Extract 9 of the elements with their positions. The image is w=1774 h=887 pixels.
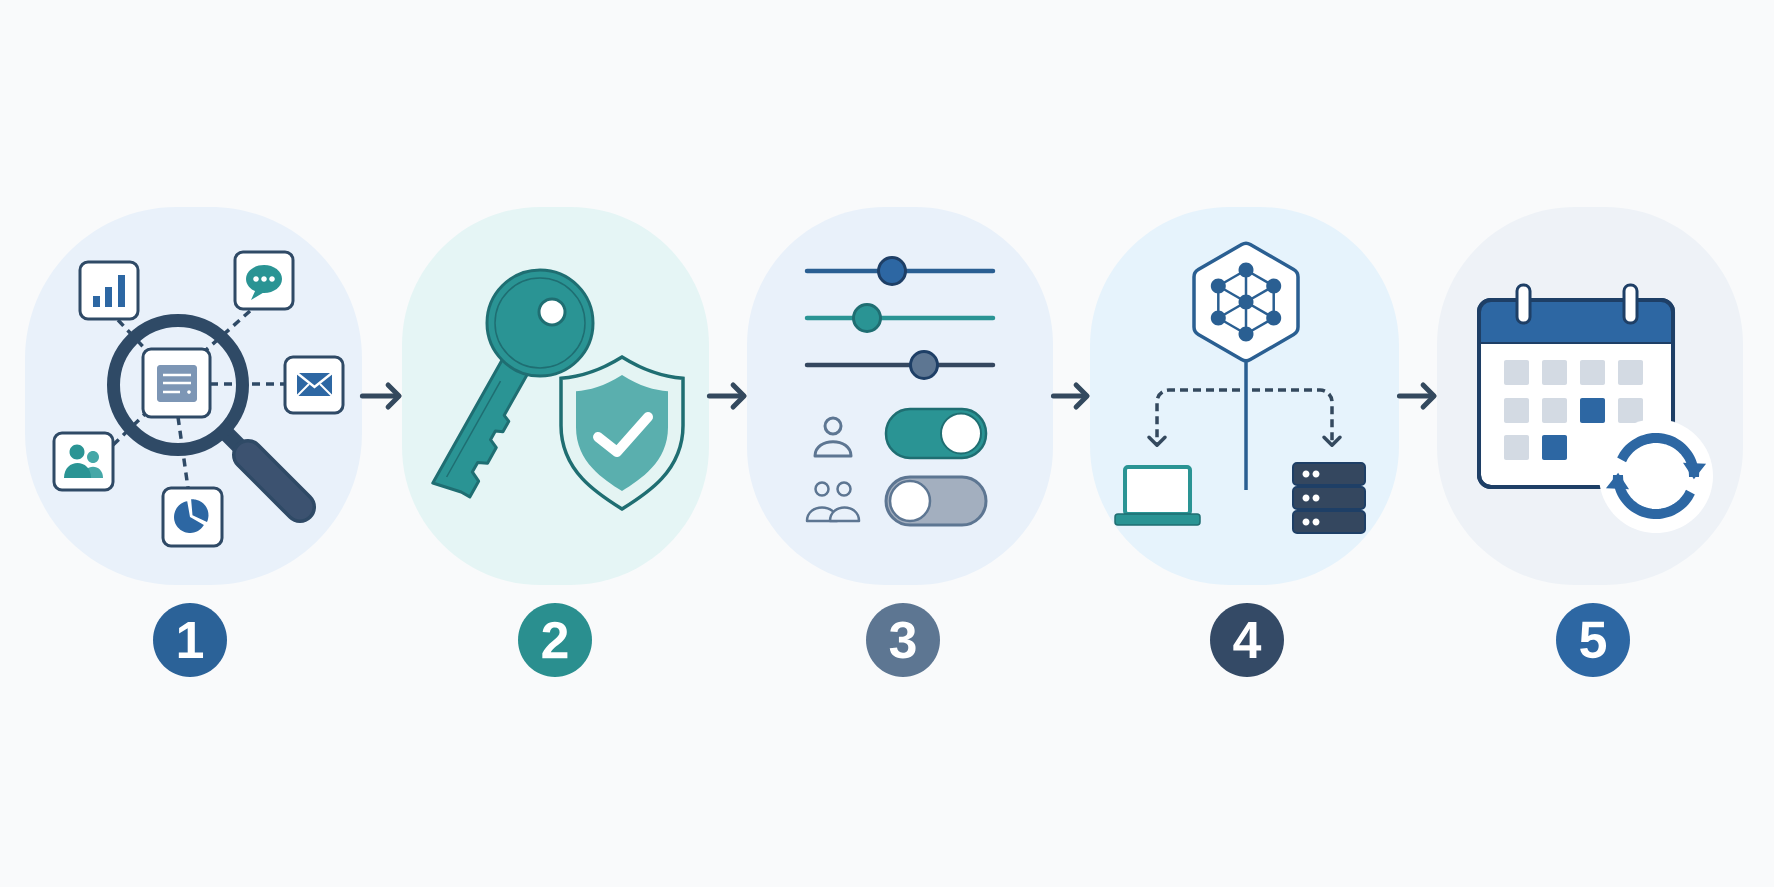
arrow <box>1050 382 1090 410</box>
step-number: 1 <box>153 603 227 677</box>
step-number: 4 <box>1210 603 1284 677</box>
arrow <box>359 382 402 410</box>
arrow <box>1396 382 1437 410</box>
step-number: 3 <box>866 603 940 677</box>
step-number: 5 <box>1556 603 1630 677</box>
step-number: 2 <box>518 603 592 677</box>
arrow <box>706 382 747 410</box>
